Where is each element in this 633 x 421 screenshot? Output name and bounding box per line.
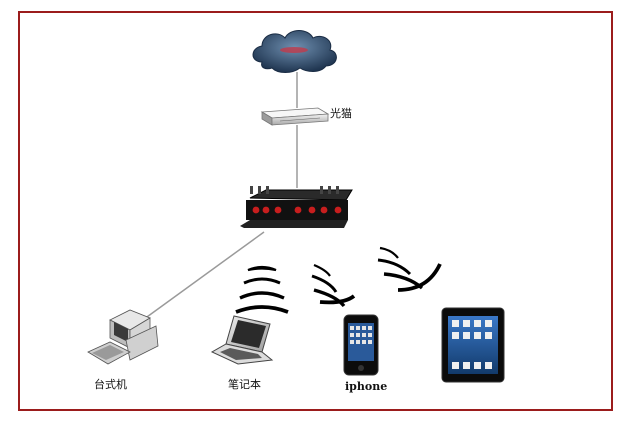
diagram-frame [18, 11, 613, 411]
ipad-icon [441, 307, 505, 383]
iphone-icon [343, 314, 379, 376]
laptop-label: 笔记本 [228, 378, 261, 391]
wifi-waves [235, 246, 442, 314]
modem-label: 光猫 [330, 107, 352, 120]
router-desktop-link [139, 231, 265, 323]
cloud-icon [252, 30, 337, 73]
desktop-computer-icon [87, 309, 159, 365]
optical-modem-icon [260, 107, 330, 126]
industrial-router-icon [240, 186, 353, 228]
laptop-icon [210, 315, 274, 365]
iphone-label: iphone [345, 380, 388, 393]
desktop-label: 台式机 [94, 378, 127, 391]
